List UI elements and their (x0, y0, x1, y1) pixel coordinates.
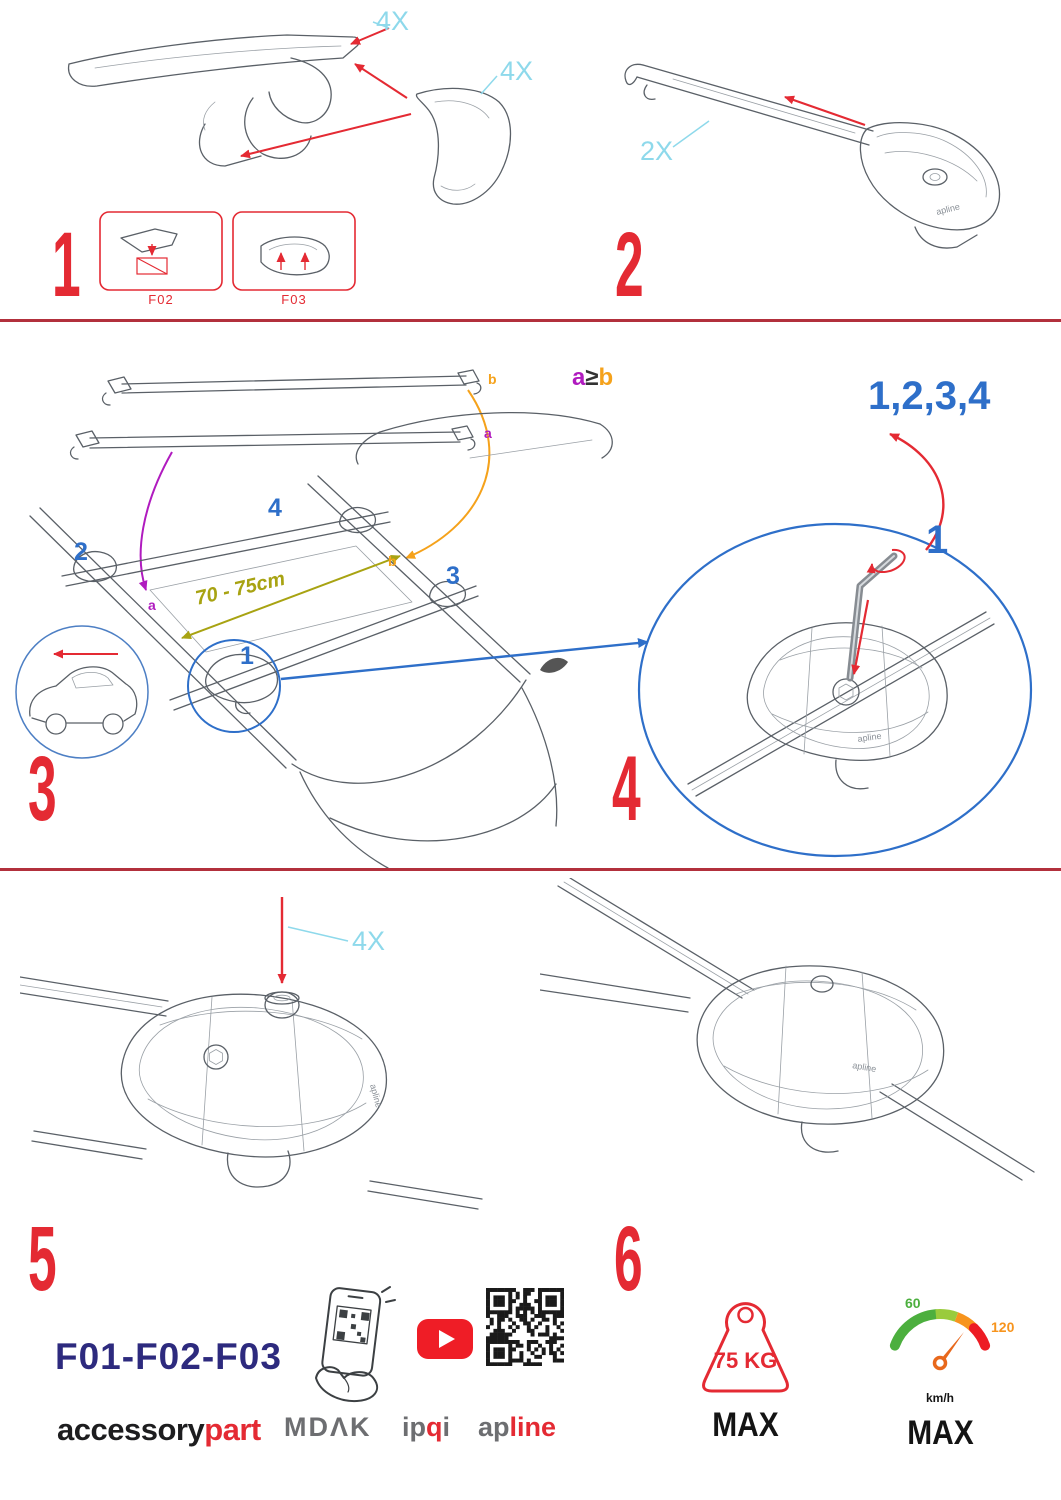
ipqi-logo: ipqi (402, 1414, 450, 1441)
car-roof-sketch (29, 412, 613, 869)
distance-arrow (181, 554, 401, 640)
apline-line: line (509, 1412, 557, 1442)
section-divider-2 (0, 868, 1061, 871)
curve-b (405, 389, 491, 559)
step1-number: 1 (52, 214, 81, 316)
max-speed-label: MAX (907, 1414, 974, 1452)
gauge-unit-label: km/h (925, 1391, 954, 1405)
step1-leader-lines (372, 21, 498, 95)
compare-op: ≥ (585, 364, 599, 391)
step5-leader-line (287, 926, 349, 942)
apline-logo: apline (478, 1414, 556, 1441)
compare-b: b (598, 364, 614, 391)
magnify-ellipse (637, 522, 1033, 858)
foot-number-front-right: 4 (268, 494, 282, 522)
crossbar-sketch (20, 976, 169, 1017)
step3-illustration (15, 369, 649, 869)
accessorypart-logo: accessorypart (57, 1414, 261, 1445)
step1-qty-endcap-label: 4X (376, 6, 410, 36)
tighten-first-label: 1 (926, 518, 949, 562)
car-direction-inset (15, 625, 149, 759)
step2-qty-label: 2X (640, 136, 674, 166)
accessorypart-red: part (204, 1412, 261, 1447)
gauge-low-label: 60 (905, 1295, 921, 1311)
step2-number: 2 (615, 214, 644, 316)
step5-qty-label: 4X (352, 926, 386, 956)
roof-bars-sketch (61, 506, 479, 715)
foot-sketch (859, 122, 1001, 249)
foot-sketch (120, 993, 388, 1188)
ipqi-ip: ip (402, 1412, 426, 1442)
step1-assembly-arrows (240, 27, 412, 159)
step6-number: 6 (614, 1208, 643, 1310)
allen-key-sketch (846, 552, 898, 682)
part-box-f02 (99, 211, 223, 291)
model-codes: F01-F02-F03 (55, 1336, 282, 1377)
compare-formula: a≥b (572, 366, 613, 390)
step4-illustration: apline (637, 432, 1033, 858)
step5-number: 5 (28, 1208, 57, 1310)
step4-number: 4 (612, 738, 641, 840)
crossbar-sketch (540, 973, 691, 1013)
gauge-high-label: 120 (991, 1319, 1015, 1335)
tighten-arrow (851, 599, 870, 675)
curve-b-label: b (388, 553, 397, 569)
foot-logo-text: apline (857, 731, 882, 744)
scan-phone-icon (315, 1286, 396, 1403)
qr-code (486, 1288, 564, 1366)
rail-sketch (31, 1130, 483, 1210)
curve-a-label: a (148, 597, 156, 613)
rail-sketch (557, 878, 1035, 1181)
tighten-sequence-label: 1,2,3,4 (868, 374, 991, 418)
foot-logo-text: apline (368, 1083, 384, 1109)
gauge-hub (932, 1355, 948, 1371)
section-divider-1 (0, 319, 1061, 322)
curve-a (138, 451, 173, 591)
part-box-f03-label: F03 (281, 292, 307, 307)
max-speed-gauge (889, 1309, 991, 1371)
accessorypart-black: accessory (57, 1412, 205, 1447)
youtube-icon (417, 1319, 473, 1359)
crossbar-endcap-sketch (67, 34, 360, 167)
part-box-f02-label: F02 (148, 292, 174, 307)
crossbar-sketch (624, 63, 874, 146)
step3-number: 3 (28, 738, 57, 840)
foot-number-rear-left: 1 (240, 642, 254, 670)
apline-ap: ap (478, 1412, 510, 1442)
rotate-arrow (866, 548, 906, 574)
step2-leader-line (672, 120, 710, 148)
max-weight-value: 75 KG (713, 1348, 778, 1373)
magnify-callout-line (280, 638, 649, 681)
foot-logo-text: apline (852, 1060, 877, 1074)
part-box-f03 (232, 211, 356, 291)
sequence-arrow (889, 432, 945, 551)
foot-highlight-circle (187, 639, 281, 733)
step1-qty-cover-label: 4X (500, 56, 534, 86)
foot-number-rear-right: 3 (446, 562, 460, 590)
step2-illustration: apline (624, 63, 1001, 249)
mdak-logo: MDΛK (284, 1412, 372, 1442)
foot-logo-text: apline (935, 201, 961, 217)
ipqi-q: q (426, 1412, 443, 1442)
max-weight-icon (702, 1302, 789, 1393)
foot-number-front-left: 2 (74, 538, 88, 566)
bar-bottom-label: a (484, 425, 492, 441)
cover-knob-sketch (264, 991, 300, 1019)
foot-detail-sketch (746, 622, 948, 790)
compare-a: a (572, 364, 586, 391)
inset-circle (15, 625, 149, 759)
step5-illustration: apline (20, 897, 483, 1210)
foot-sketch (696, 965, 945, 1153)
crossbar-b-sketch (101, 369, 482, 406)
cover-cap-sketch (415, 87, 512, 205)
step6-illustration: apline (540, 878, 1035, 1181)
bar-top-label: b (488, 371, 497, 387)
max-weight-label: MAX (712, 1406, 779, 1444)
insert-bar-arrow (784, 95, 866, 127)
crossbar-a-sketch (69, 425, 476, 460)
step1-illustration (67, 21, 512, 291)
ipqi-i: i (442, 1412, 451, 1442)
